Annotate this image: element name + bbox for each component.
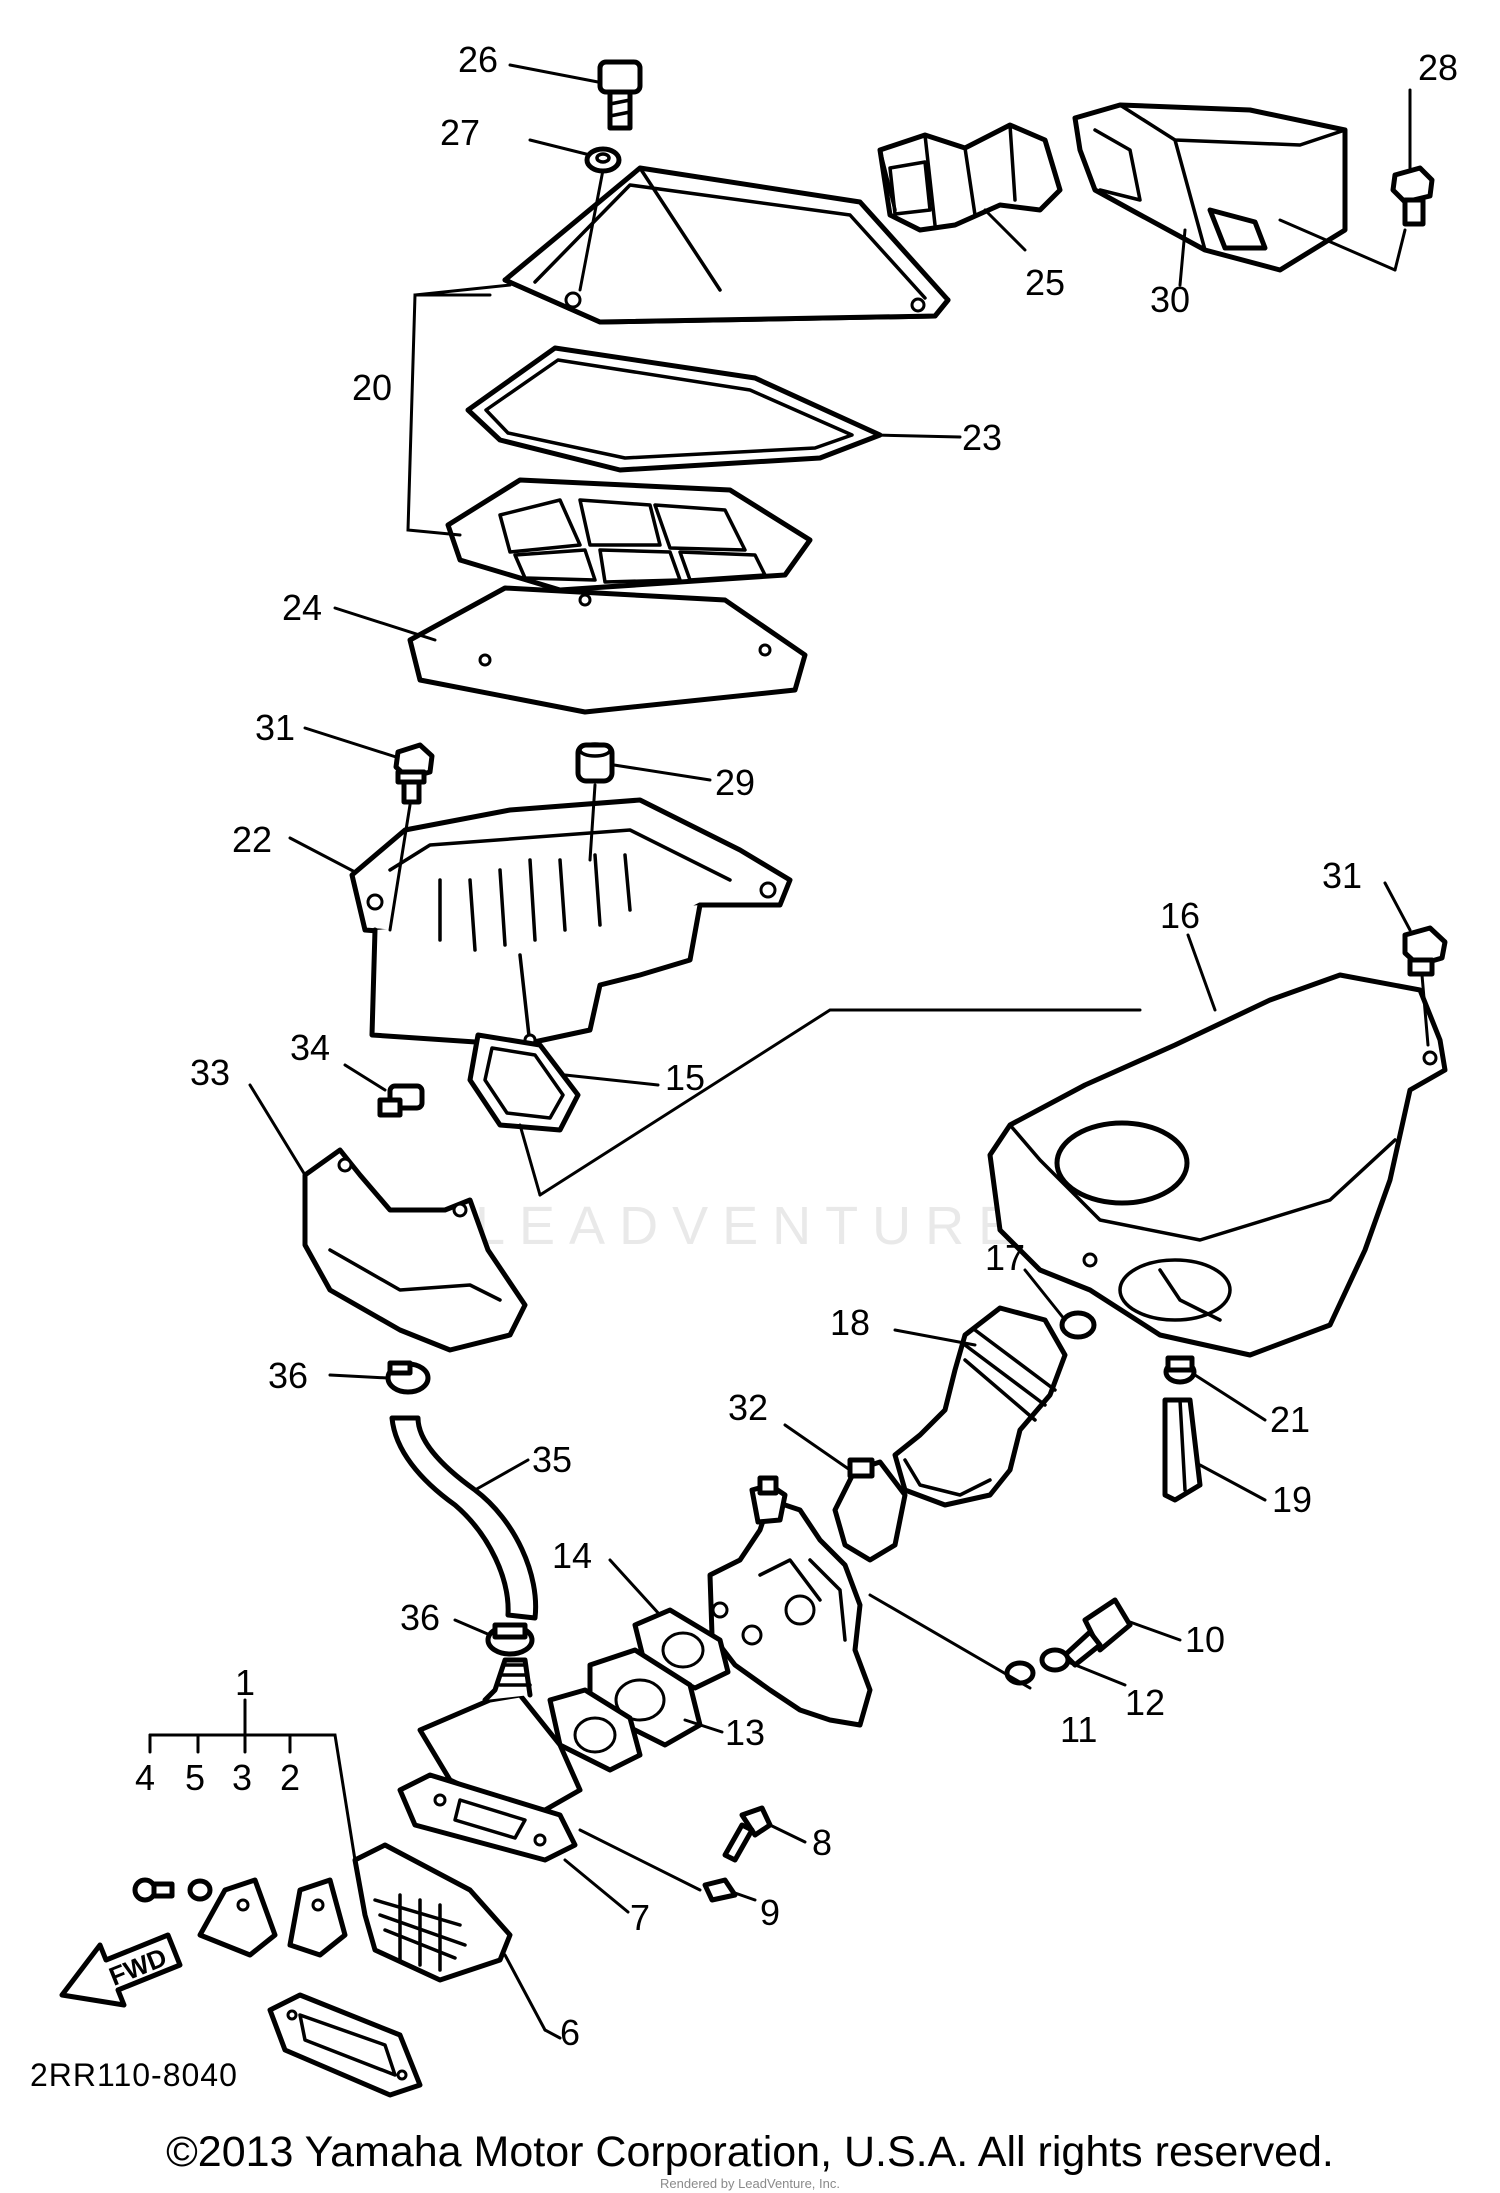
forward-direction-arrow: FWD <box>59 1932 183 2008</box>
callout-2: 2 <box>280 1757 300 1798</box>
callout-34: 34 <box>290 1027 330 1068</box>
part-36-hose-clamp-upper <box>385 1360 431 1395</box>
air-filter-cover <box>502 165 951 325</box>
callout-31-left: 31 <box>255 707 295 748</box>
part-16-air-box <box>987 972 1448 1358</box>
callout-17: 17 <box>985 1237 1025 1278</box>
part-27-grommet <box>584 146 622 174</box>
part-30-air-duct <box>1072 102 1348 273</box>
part-11-washer <box>1004 1660 1036 1686</box>
callout-31-right: 31 <box>1322 855 1362 896</box>
callout-16: 16 <box>1160 895 1200 936</box>
part-23-seal <box>465 345 883 473</box>
watermark-text: LEADVENTURE <box>475 1196 1029 1256</box>
part-4-screw <box>132 1877 175 1903</box>
callout-18: 18 <box>830 1302 870 1343</box>
part-24-filter-element <box>407 585 808 715</box>
callout-5: 5 <box>185 1757 205 1798</box>
callout-27: 27 <box>440 112 480 153</box>
callout-10: 10 <box>1185 1619 1225 1660</box>
copyright-text: ©2013 Yamaha Motor Corporation, U.S.A. A… <box>166 2128 1334 2176</box>
callout-32: 32 <box>728 1387 768 1428</box>
part-9-washer <box>702 1877 738 1903</box>
part-18-joint <box>892 1305 1068 1508</box>
callout-30: 30 <box>1150 279 1190 320</box>
callout-28: 28 <box>1418 47 1458 88</box>
callout-8: 8 <box>812 1822 832 1863</box>
callout-26: 26 <box>458 39 498 80</box>
part-36-hose-clamp-lower <box>485 1622 535 1657</box>
callout-3: 3 <box>232 1757 252 1798</box>
part-15-gasket <box>467 1032 581 1133</box>
callout-14: 14 <box>552 1535 592 1576</box>
render-note: Rendered by LeadVenture, Inc. <box>660 2176 840 2191</box>
callout-20: 20 <box>352 367 392 408</box>
part-3-stopper <box>197 1877 278 1958</box>
part-31-bolt-right <box>1402 925 1448 977</box>
callout-33: 33 <box>190 1052 230 1093</box>
leader-lines <box>148 63 1430 2040</box>
part-10-screw <box>1062 1597 1133 1668</box>
callout-21: 21 <box>1270 1399 1310 1440</box>
part-26-screw <box>597 59 643 131</box>
part-6-gasket <box>267 1992 423 2098</box>
part-1-reed-valve <box>352 1842 513 1983</box>
part-8-screw <box>722 1805 773 1863</box>
part-21-clamp <box>1163 1355 1197 1385</box>
callout-1: 1 <box>235 1662 255 1703</box>
callout-24: 24 <box>282 587 322 628</box>
part-34-bolt <box>377 1083 425 1118</box>
callout-numbers: 26 27 28 25 30 20 23 24 31 29 22 31 16 3… <box>135 39 1458 2053</box>
part-17-grommet <box>1059 1310 1097 1340</box>
callout-6: 6 <box>560 2012 580 2053</box>
callout-35: 35 <box>532 1439 572 1480</box>
callout-36-lower: 36 <box>400 1597 440 1638</box>
callout-4: 4 <box>135 1757 155 1798</box>
callout-11: 11 <box>1060 1709 1097 1750</box>
part-22-air-filter-case <box>349 797 793 1048</box>
part-code: 2RR110-8040 <box>30 2057 238 2093</box>
callout-13: 13 <box>725 1712 765 1753</box>
callout-9: 9 <box>760 1892 780 1933</box>
part-2-reed <box>287 1877 348 1958</box>
callout-22: 22 <box>232 819 272 860</box>
callout-36-upper: 36 <box>268 1355 308 1396</box>
part-32-clamp <box>832 1457 908 1563</box>
part-29-grommet <box>575 742 615 784</box>
callout-12: 12 <box>1125 1682 1165 1723</box>
part-31-bolt-left <box>393 742 435 805</box>
carburetor <box>707 1475 873 1728</box>
part-12-washer <box>1039 1647 1071 1673</box>
part-28-bolt <box>1390 165 1435 227</box>
part-7-joint-gasket <box>397 1772 578 1863</box>
callout-19: 19 <box>1272 1479 1312 1520</box>
part-19-drain-hose <box>1162 1397 1203 1503</box>
part-25-intake-duct <box>877 122 1063 233</box>
reed-valve-block <box>417 1657 583 1813</box>
callout-23: 23 <box>962 417 1002 458</box>
callout-15: 15 <box>665 1057 705 1098</box>
air-filter-element-frame <box>445 477 813 593</box>
callout-29: 29 <box>715 762 755 803</box>
part-35-hose <box>389 1415 539 1621</box>
part-33-drain-case <box>302 1147 528 1353</box>
part-5-washer <box>187 1878 213 1902</box>
callout-7: 7 <box>630 1897 650 1938</box>
callout-25: 25 <box>1025 262 1065 303</box>
